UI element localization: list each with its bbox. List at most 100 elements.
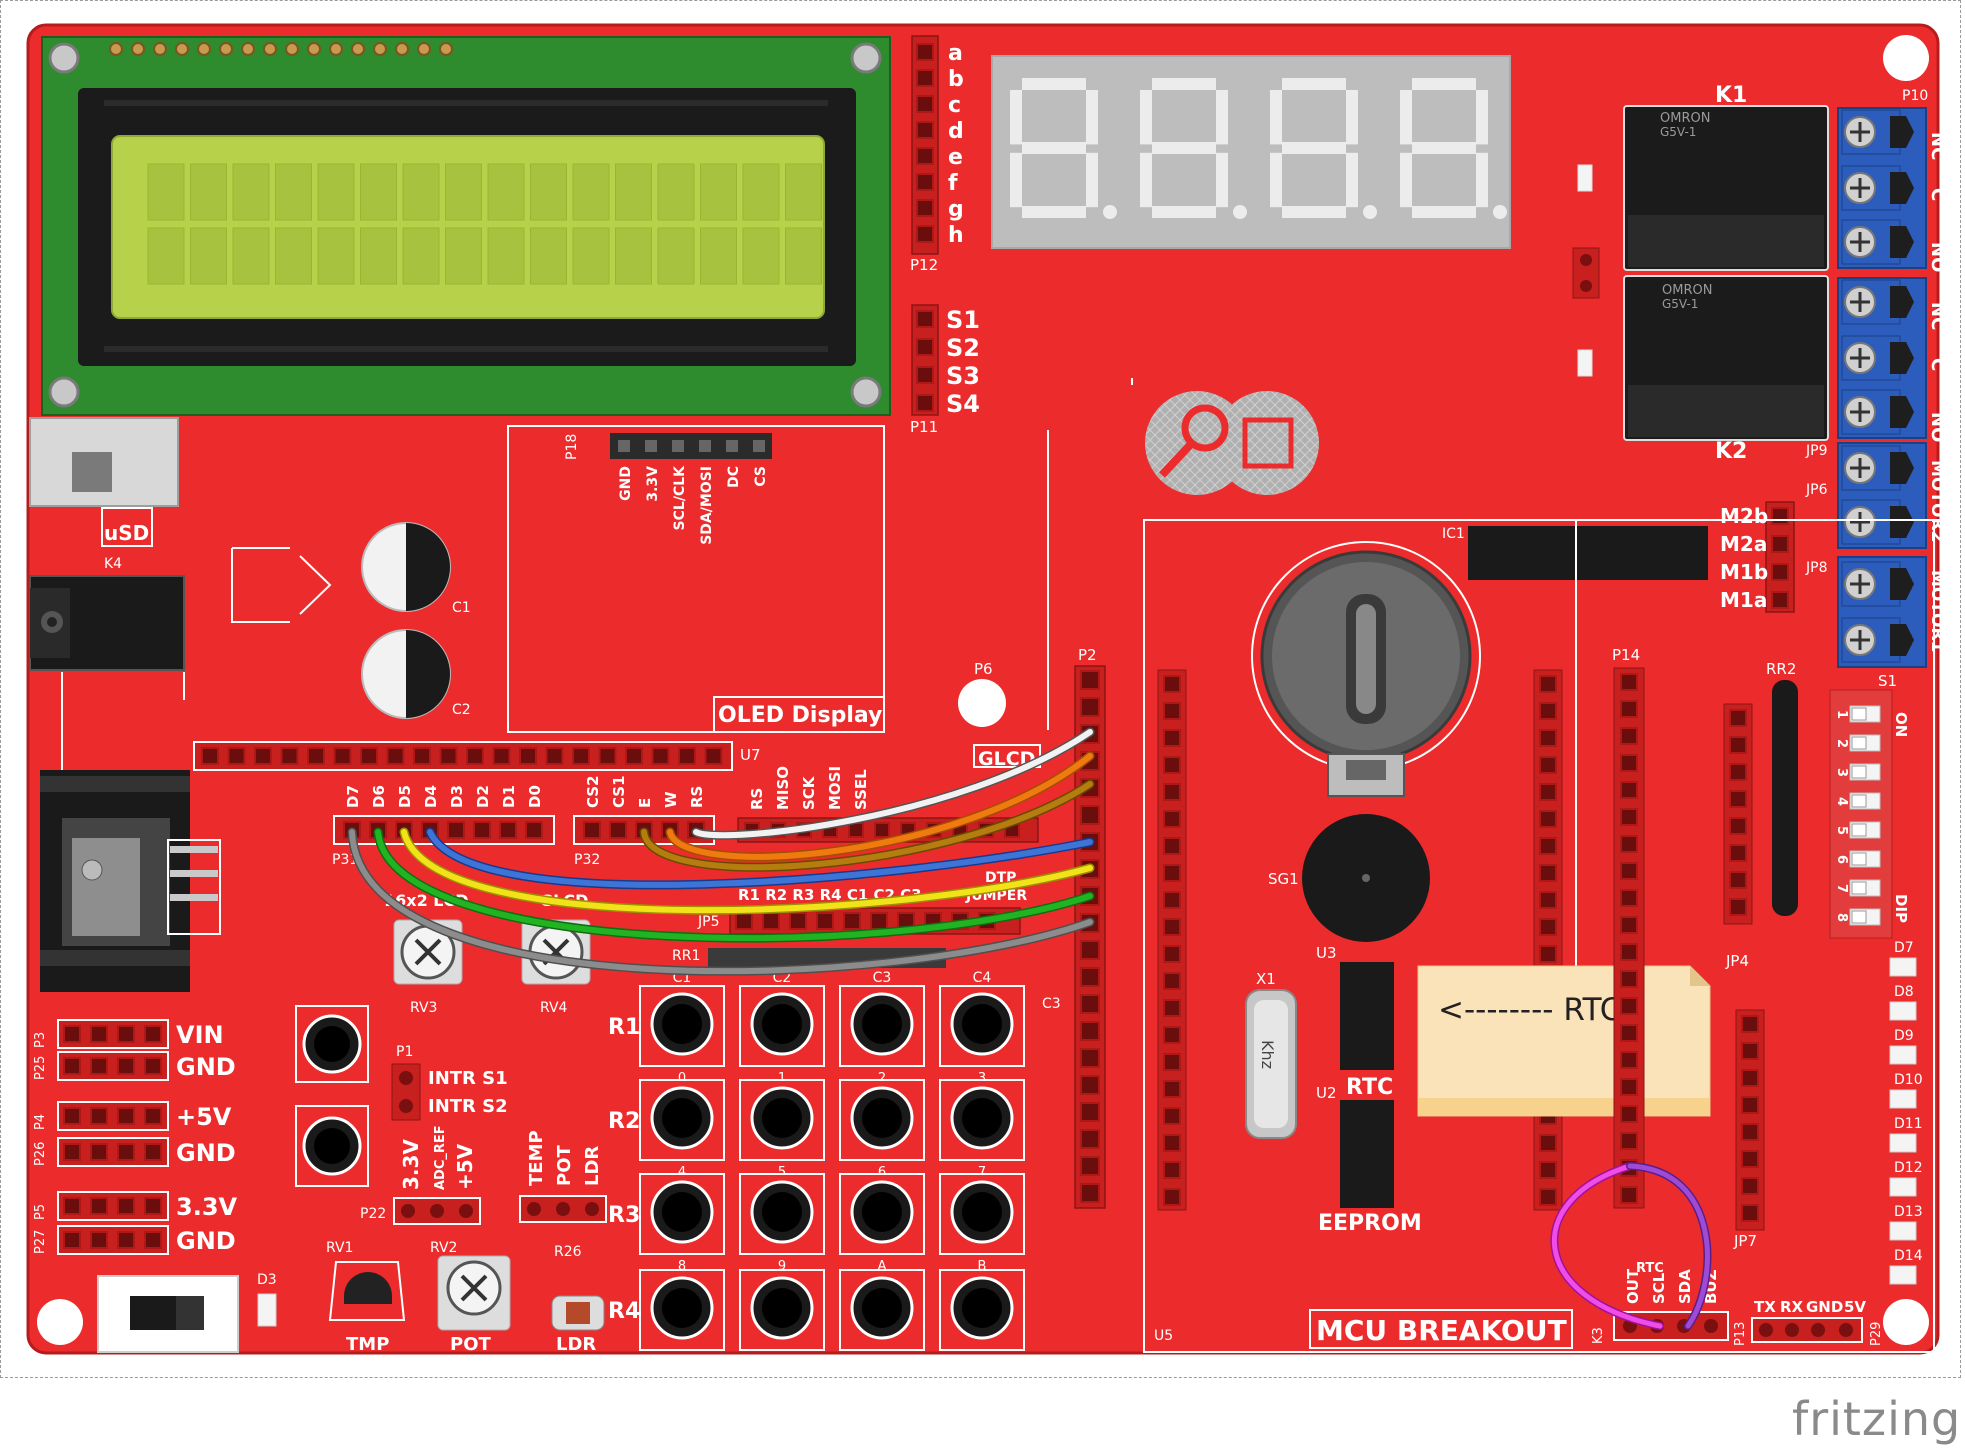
dip-pos-1: 1 [1834,710,1849,719]
k2-brand: OMRON [1662,283,1712,298]
p1-ref: P1 [396,1044,413,1060]
adc-5v: +5V [453,1143,477,1190]
keypad-row-label: R1 [608,1015,640,1040]
capacitor-c2[interactable] [361,629,451,719]
lcd-16x2-module[interactable] [41,36,891,416]
lcd-pin[interactable] [307,42,321,56]
oled-pin[interactable] [753,440,765,452]
push-button-1[interactable] [295,1005,369,1083]
header-side[interactable] [1723,703,1753,925]
oled-pin[interactable] [618,440,630,452]
lcd-pin[interactable] [329,42,343,56]
oled-pin[interactable] [645,440,657,452]
seg-label-b: b [948,67,964,92]
p18-ref: P18 [564,434,580,460]
lcd-pin[interactable] [175,42,189,56]
temperature-sensor[interactable]: TMP RV1 [326,1240,406,1355]
slide-switch[interactable] [97,1275,239,1353]
adc-header[interactable]: 3.3V ADC_REF +5V P22 [360,1125,481,1225]
lcd-pin[interactable] [439,42,453,56]
lcd-pin[interactable] [285,42,299,56]
oled-pin[interactable] [726,440,738,452]
led [1889,1089,1917,1109]
lcd-pin[interactable] [109,42,123,56]
c1-ref: C1 [452,600,471,616]
ldr-sensor[interactable]: LDR R26 [551,1244,605,1355]
led-d3 [257,1293,277,1327]
rr1-ref: RR1 [672,948,700,964]
push-button-2[interactable] [295,1105,369,1187]
keypad-key-label: 3 [978,1071,986,1086]
diode-outline [231,547,332,623]
p13-ref: P13 [1733,1322,1748,1346]
hdr-ldr: LDR [582,1146,603,1186]
r26-ref: R26 [554,1244,582,1260]
motor-pin-label-M1a: M1a [1720,588,1767,612]
lcd-pin[interactable] [219,42,233,56]
oled-pin[interactable] [699,440,711,452]
power-ref-2: P4 [33,1114,48,1130]
relay-terminals-k1[interactable] [1837,107,1927,269]
led-label-D12: D12 [1894,1160,1923,1176]
seg-label-d: d [948,119,964,144]
led-label-D13: D13 [1894,1204,1923,1220]
capacitor-c1[interactable] [361,522,451,612]
header-u7[interactable]: U7 [193,741,761,771]
dip-pos-5: 5 [1834,826,1849,835]
uart-header[interactable]: TX RX GND 5V P13 P29 [1733,1298,1884,1346]
keypad-row-label: R4 [608,1299,640,1324]
wires[interactable] [347,727,1712,1330]
lcd-pin[interactable] [395,42,409,56]
header-jp7[interactable]: JP7 [1733,1009,1765,1250]
oled-title: OLED Display [718,703,882,728]
rtc-chip[interactable] [1340,962,1394,1070]
header-p14[interactable]: P14 [1612,646,1645,1209]
keypad-col-label: C3 [873,970,892,986]
potentiometer-rv3[interactable] [393,919,463,985]
interrupt-header[interactable]: P1 INTR S1 INTR S2 [391,1044,508,1121]
resistor-array-rr2[interactable]: RR2 [1766,660,1798,916]
dc-power-jack[interactable] [29,575,185,671]
lcd-pin[interactable] [263,42,277,56]
rtc-note[interactable]: <-------- RTC [1417,965,1711,1117]
voltage-regulator[interactable] [40,770,221,992]
oled-pin[interactable] [672,440,684,452]
lcd-pin[interactable] [241,42,255,56]
eeprom-chip[interactable] [1340,1100,1394,1208]
k4-ref: K4 [104,556,122,572]
coin-battery-holder[interactable] [1251,541,1481,797]
lcd-pin[interactable] [351,42,365,56]
motor1-terminal[interactable] [1837,556,1927,668]
lcd-pin[interactable] [373,42,387,56]
buzzer-sg1[interactable]: SG1 [1268,814,1430,942]
mcu-label: MCU BREAKOUT [1316,1314,1567,1347]
relay-k2[interactable]: OMRON G5V-1 K2 [1623,275,1829,464]
spi-label-MISO: MISO [774,766,792,810]
intr-s1: INTR S1 [428,1068,508,1089]
potentiometer-rv2[interactable]: POT RV2 [430,1240,511,1355]
lcd-pin[interactable] [197,42,211,56]
canvas-border [0,0,1961,1378]
led-label-D8: D8 [1894,984,1914,1000]
lcd-pin[interactable] [153,42,167,56]
chip-ic1[interactable] [1468,526,1708,580]
motor2-terminal[interactable] [1837,442,1927,549]
rv2-ref: RV2 [430,1240,457,1256]
sensor-header[interactable]: TEMP POT LDR [519,1130,607,1223]
k1-ref: K1 [1715,83,1747,108]
lcd-pin[interactable] [417,42,431,56]
led-label-D11: D11 [1894,1116,1923,1132]
relay-k1[interactable]: OMRON G5V-1 K1 [1623,83,1829,271]
relay-terminals-k2[interactable] [1837,277,1927,439]
crystal-x1[interactable]: Khz X1 [1245,970,1297,1139]
led-label-D14: D14 [1894,1248,1923,1264]
usd-card-slot[interactable]: uSD [29,417,179,547]
lcd-pin[interactable] [131,42,145,56]
